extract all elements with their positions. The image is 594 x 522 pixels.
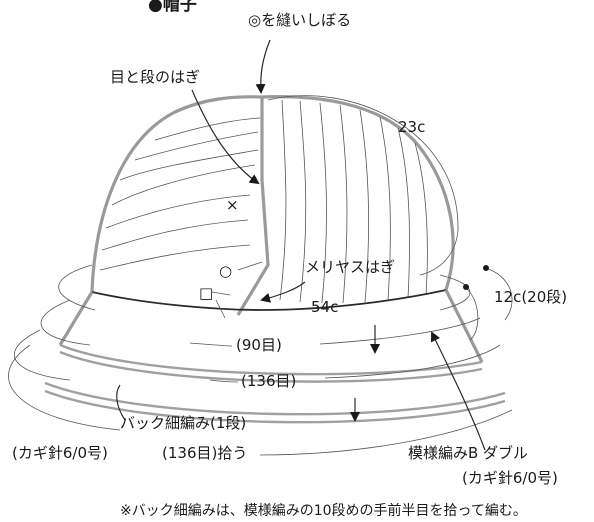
- cross-symbol: ×: [226, 196, 239, 214]
- right-contour-lines: [279, 99, 428, 304]
- square-symbol: □: [199, 284, 213, 302]
- circle-leader: [237, 261, 263, 271]
- band-top-edge: [91, 289, 447, 311]
- gather-arrow: [255, 39, 271, 94]
- band-inner-line-2: [59, 350, 483, 383]
- back-crochet-label: バック細編み(1段): [120, 414, 246, 432]
- band-right-edge: [444, 289, 484, 363]
- circle-symbol: ○: [219, 262, 232, 280]
- seam-rows-label: 目と段のはぎ: [110, 68, 200, 86]
- back-crochet-leader: [116, 384, 126, 421]
- band-height-bracket: [465, 267, 513, 341]
- measurement-lines: [8, 95, 513, 456]
- crown: [90, 95, 455, 316]
- band-dot-bottom: [463, 284, 469, 290]
- title: ●帽子: [148, 0, 197, 15]
- stockinette-seam-label: メリヤスはぎ: [305, 258, 395, 276]
- pickup-label: (136目)拾う: [162, 444, 247, 462]
- ring-136: [14, 329, 501, 383]
- seam-arrow: [191, 89, 260, 185]
- crown-outline: [90, 95, 455, 293]
- circumference-label: 54c: [311, 298, 338, 316]
- band-height-label: 12c(20段): [494, 288, 567, 306]
- stockinette-arrow: [260, 281, 306, 303]
- hook-right-label: (カギ針6/0号): [462, 469, 558, 487]
- gather-label: ◎を縫いしぼる: [248, 11, 351, 29]
- band-left-edge: [58, 291, 94, 346]
- center-seam: [236, 97, 270, 316]
- band-dot-top: [483, 265, 489, 271]
- footnote: ※バック細編みは、模様編みの10段めの手前半目を拾って編む。: [120, 502, 527, 519]
- pattern-b-arrow: [431, 331, 486, 451]
- crown-height-label: 23c: [398, 118, 425, 136]
- arrows: [116, 39, 486, 451]
- brim-band: [44, 289, 506, 424]
- ring-outer: [8, 344, 513, 456]
- band-inner-line: [59, 343, 483, 376]
- brim-outer-line: [44, 381, 506, 416]
- brim-outer-line-2: [44, 389, 506, 424]
- left-contour-lines: [99, 117, 261, 271]
- square-leader: [211, 291, 231, 319]
- crown-height-arc: [267, 95, 459, 276]
- stitches-136-label: (136目): [241, 372, 296, 390]
- pattern-b-label: 模様編みB ダブル: [408, 444, 528, 462]
- stitches-90-label: (90目): [236, 336, 282, 354]
- hook-left-label: (カギ針6/0号): [12, 444, 108, 462]
- ring-90: [40, 299, 481, 347]
